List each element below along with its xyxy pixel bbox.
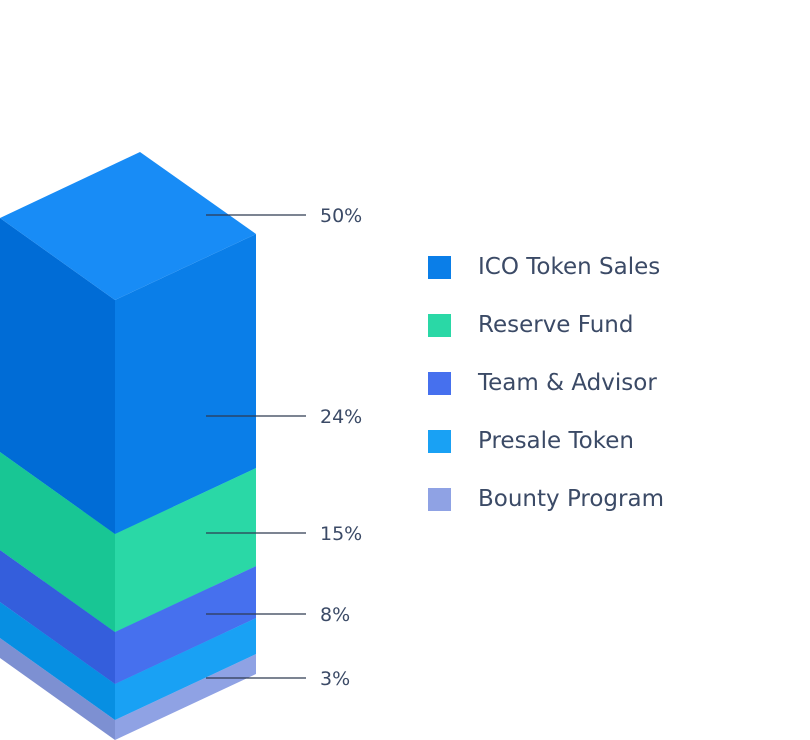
legend-label: Team & Advisor (478, 370, 657, 396)
legend-swatch (428, 429, 451, 453)
legend-label: Reserve Fund (478, 312, 634, 338)
legend-label: Bounty Program (478, 486, 664, 512)
legend-item: Team & Advisor (428, 354, 664, 412)
block-top-face (0, 152, 256, 300)
legend-label: Presale Token (478, 428, 634, 454)
block-right-face (115, 566, 256, 684)
block-left-face (0, 452, 115, 632)
block-right-face (115, 618, 256, 720)
legend-swatch (428, 371, 451, 395)
block-left-face (0, 602, 115, 720)
percent-label: 3% (320, 668, 350, 690)
block-left-face (0, 218, 115, 534)
block-left-face (0, 550, 115, 684)
legend-swatch (428, 487, 451, 511)
legend-item: Presale Token (428, 412, 664, 470)
block-right-face (115, 234, 256, 534)
block-left-face (0, 638, 115, 740)
block-right-face (115, 654, 256, 740)
legend-swatch (428, 255, 451, 279)
percent-label: 24% (320, 406, 362, 428)
percent-label: 15% (320, 523, 362, 545)
legend-item: ICO Token Sales (428, 238, 664, 296)
legend-item: Bounty Program (428, 470, 664, 528)
block-right-face (115, 468, 256, 632)
legend-swatch (428, 313, 451, 337)
percent-label: 8% (320, 604, 350, 626)
percent-label: 50% (320, 205, 362, 227)
legend-label: ICO Token Sales (478, 254, 661, 280)
stack-block (0, 152, 256, 534)
legend-item: Reserve Fund (428, 296, 664, 354)
legend: ICO Token Sales Reserve Fund Team & Advi… (428, 238, 664, 528)
